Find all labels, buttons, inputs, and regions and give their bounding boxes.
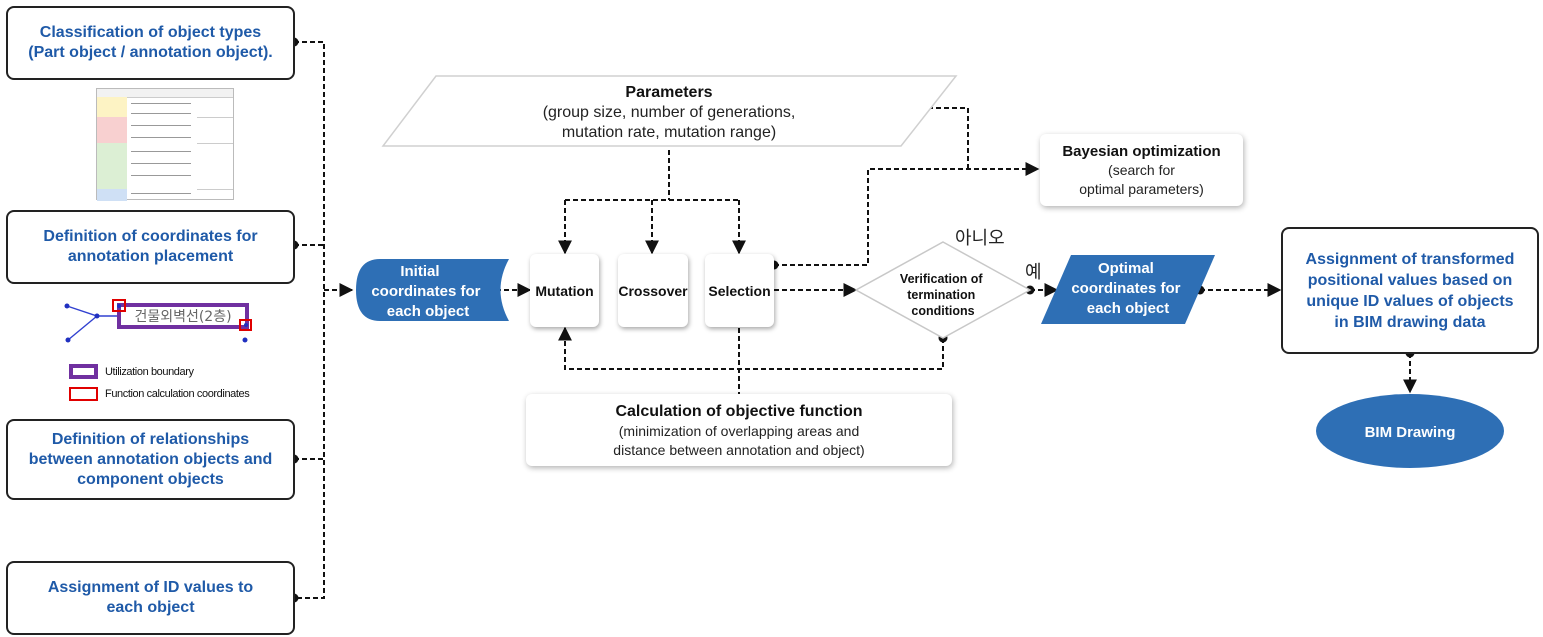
legend-utilization-label: Utilization boundary — [105, 366, 194, 378]
classification-table-thumbnail — [96, 88, 234, 201]
step-relationships: Definition of relationships between anno… — [6, 419, 295, 500]
annotation-sample — [64, 299, 252, 343]
bayesian-box: Bayesian optimization (search for optima… — [1040, 134, 1243, 206]
arrow-loop-mutation — [558, 326, 944, 370]
assignment-box: Assignment of transformed positional val… — [1281, 227, 1539, 354]
verification-shape — [854, 241, 1032, 339]
bim-label: BIM Drawing — [1365, 424, 1456, 441]
initial-shape — [356, 259, 509, 321]
objective-title: Calculation of objective function — [615, 402, 863, 420]
step-id-assignment: Assignment of ID values to each object — [6, 561, 295, 635]
optimal-label: Optimal coordinates for each object — [1071, 260, 1184, 317]
bayesian-line-2: optimal parameters) — [1079, 180, 1204, 197]
legend-purple-swatch — [69, 364, 98, 379]
step-classification: Classification of object types (Part obj… — [6, 6, 295, 80]
objective-box: Calculation of objective function (minim… — [526, 394, 952, 466]
initial-label: Initial coordinates for each object — [371, 263, 484, 320]
parameters-shape — [381, 75, 958, 147]
bim-shape — [1316, 394, 1504, 468]
objective-line-2: distance between annotation and object) — [613, 441, 865, 458]
mutation-box: Mutation — [530, 254, 599, 327]
objective-line-1: (minimization of overlapping areas and — [618, 422, 860, 439]
verification-label: Verification of termination conditions — [900, 272, 986, 318]
bayesian-line-1: (search for — [1108, 161, 1175, 178]
arrow-selection-bayesian — [774, 162, 1040, 266]
parameters-line-1: (group size, number of generations, — [543, 104, 796, 121]
decision-no-label: 아니오 — [955, 228, 1005, 249]
legend-red-swatch — [69, 387, 98, 401]
annotation-sample-text: 건물외벽선(2층) — [134, 309, 231, 325]
crossover-box: Crossover — [618, 254, 688, 327]
bayesian-title: Bayesian optimization — [1062, 142, 1221, 160]
decision-yes-label: 예 — [1025, 262, 1042, 283]
parameters-line-2: mutation rate, mutation range) — [562, 124, 776, 141]
left-bus-line — [294, 41, 325, 599]
selection-box: Selection — [705, 254, 774, 327]
parameters-title: Parameters — [625, 84, 712, 101]
step-coordinates-definition: Definition of coordinates for annotation… — [6, 210, 295, 284]
optimal-shape — [1041, 255, 1215, 324]
legend-function-label: Function calculation coordinates — [105, 388, 250, 400]
